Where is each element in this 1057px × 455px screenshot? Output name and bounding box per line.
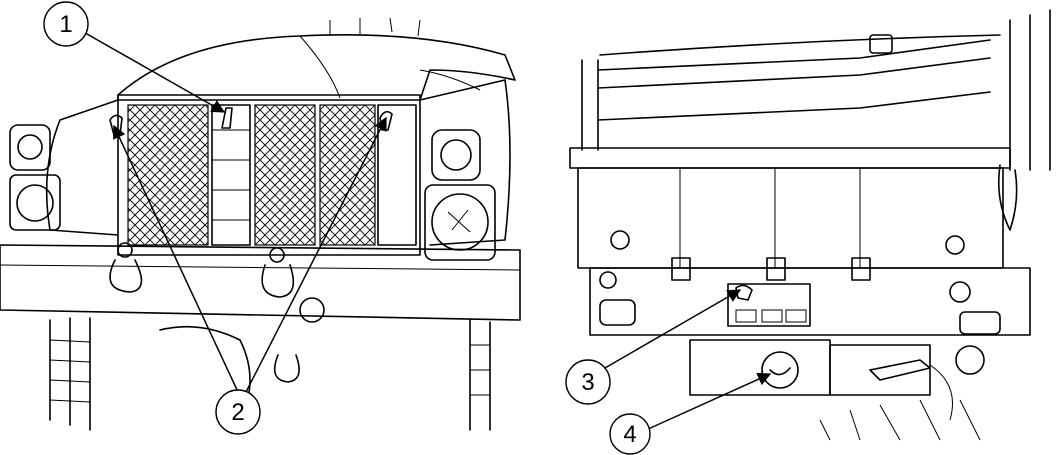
grille-panel-1 — [127, 104, 209, 246]
callout-1-label: 1 — [59, 11, 72, 38]
grille-panel-3 — [254, 104, 316, 246]
grille-panel-2 — [211, 104, 251, 246]
truck-front-view — [0, 17, 521, 431]
hood — [117, 34, 516, 101]
grille-frame — [117, 94, 421, 256]
tailgate-top-rail — [569, 147, 1011, 169]
callout-2: 2 — [215, 389, 261, 435]
grille-panel-4 — [319, 104, 376, 246]
left-headlight — [9, 124, 61, 231]
grille-latch — [221, 107, 233, 129]
callout-3: 3 — [565, 359, 611, 405]
trailer-connector-bracket — [727, 283, 811, 327]
right-headlight — [424, 129, 496, 261]
callout-4-label: 4 — [623, 421, 636, 448]
pintle-hook — [761, 351, 799, 389]
truck-rear-view — [569, 9, 1051, 441]
callout-2-label: 2 — [231, 399, 244, 426]
tailgate — [577, 167, 1004, 269]
leader-lines — [79, 29, 772, 431]
callout-1: 1 — [43, 1, 89, 47]
callout-4: 4 — [609, 413, 651, 455]
tow-shackles — [109, 242, 325, 323]
right-fender — [419, 79, 511, 246]
air-coupling — [869, 345, 985, 421]
left-fender — [45, 99, 119, 236]
front-bumper — [0, 244, 521, 321]
callout-3-label: 3 — [581, 369, 594, 396]
right-grille-pin — [379, 110, 393, 131]
front-tires — [49, 317, 491, 431]
